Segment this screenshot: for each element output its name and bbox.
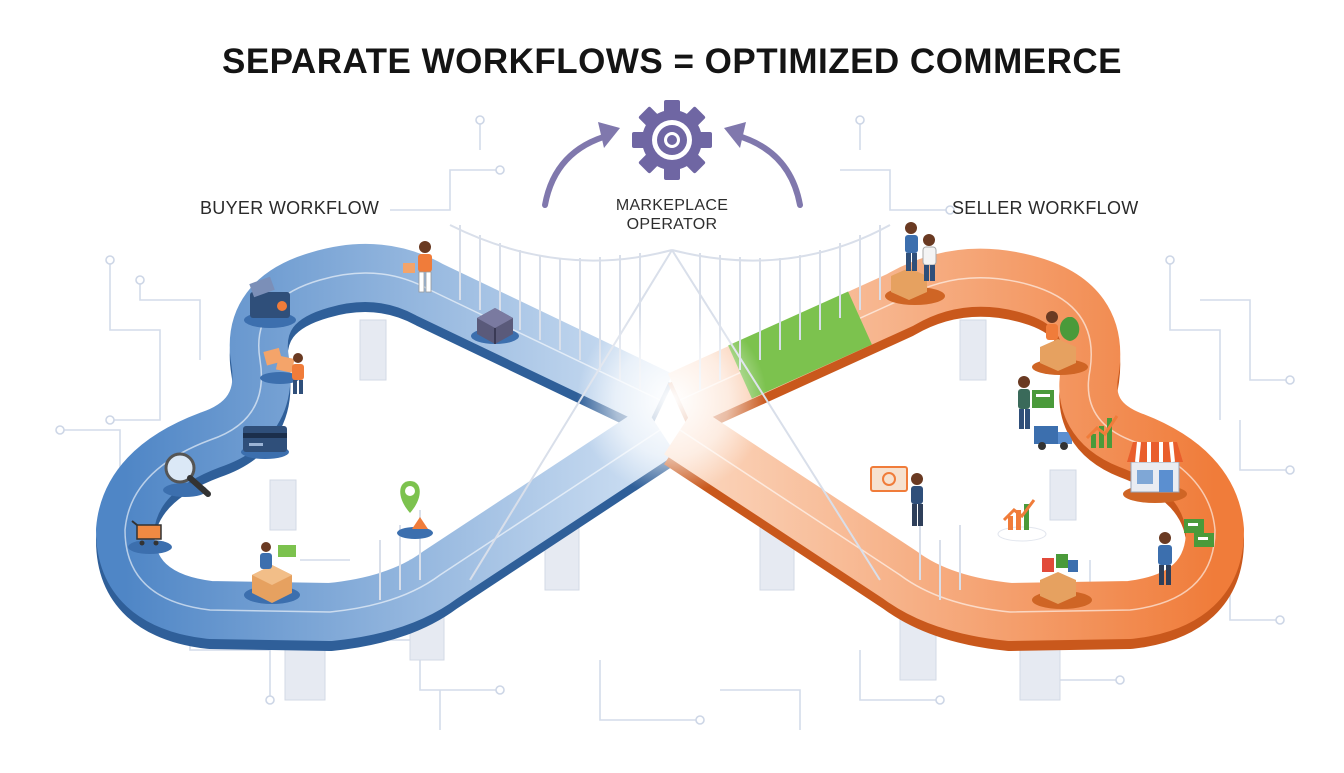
seller-workflow-label: SELLER WORKFLOW bbox=[952, 198, 1139, 218]
page-title: SEPARATE WORKFLOWS = OPTIMIZED COMMERCE bbox=[221, 42, 1122, 81]
circuit-background bbox=[60, 120, 1290, 730]
gear-icon bbox=[632, 100, 712, 180]
handoff-segment bbox=[728, 291, 872, 399]
right-arrow bbox=[732, 132, 803, 208]
marketplace-operator-label: MARKEPLACE OPERATOR bbox=[572, 196, 772, 234]
left-arrowhead bbox=[598, 122, 620, 148]
storefront-icon bbox=[1123, 441, 1187, 503]
growth-chart-icon bbox=[997, 499, 1047, 542]
moneybag-icon bbox=[1032, 311, 1088, 375]
buyer-step-icons bbox=[128, 241, 519, 604]
seller-icon bbox=[1158, 532, 1172, 585]
delivery-truck-icon bbox=[1034, 426, 1072, 450]
inventory-icon bbox=[1032, 554, 1092, 609]
growth-chart-icon bbox=[1085, 415, 1119, 448]
salesperson-icon bbox=[1018, 376, 1054, 429]
buyer-track-lane bbox=[124, 272, 661, 613]
seller-track-lane bbox=[679, 277, 1216, 613]
payment-sign-icon bbox=[870, 466, 923, 526]
buyer-workflow-label: BUYER WORKFLOW bbox=[200, 198, 380, 218]
merchants-icon bbox=[885, 222, 945, 305]
package-icon bbox=[471, 308, 519, 344]
shopping-cart-icon bbox=[128, 520, 172, 554]
shopper-icon bbox=[292, 353, 304, 394]
location-pin-icon bbox=[397, 481, 433, 539]
bridge-cables bbox=[379, 224, 961, 600]
payment-sign-icon bbox=[1184, 519, 1214, 547]
right-arrowhead bbox=[724, 122, 746, 148]
credit-card-icon bbox=[241, 426, 289, 459]
tablet-icon bbox=[244, 276, 296, 328]
operator-label-line2: OPERATOR bbox=[626, 216, 718, 233]
delivery-box-icon bbox=[244, 542, 300, 604]
left-arrow bbox=[542, 132, 613, 208]
operator-arrows bbox=[542, 132, 803, 208]
circuit-nodes bbox=[55, 115, 1295, 725]
operator-label-line1: MARKEPLACE bbox=[615, 197, 729, 214]
seller-step-icons bbox=[870, 222, 1214, 609]
center-glow bbox=[577, 305, 767, 495]
magnifier-icon bbox=[163, 452, 211, 497]
coupon-icon bbox=[260, 347, 300, 384]
shopper-icon bbox=[403, 241, 432, 293]
